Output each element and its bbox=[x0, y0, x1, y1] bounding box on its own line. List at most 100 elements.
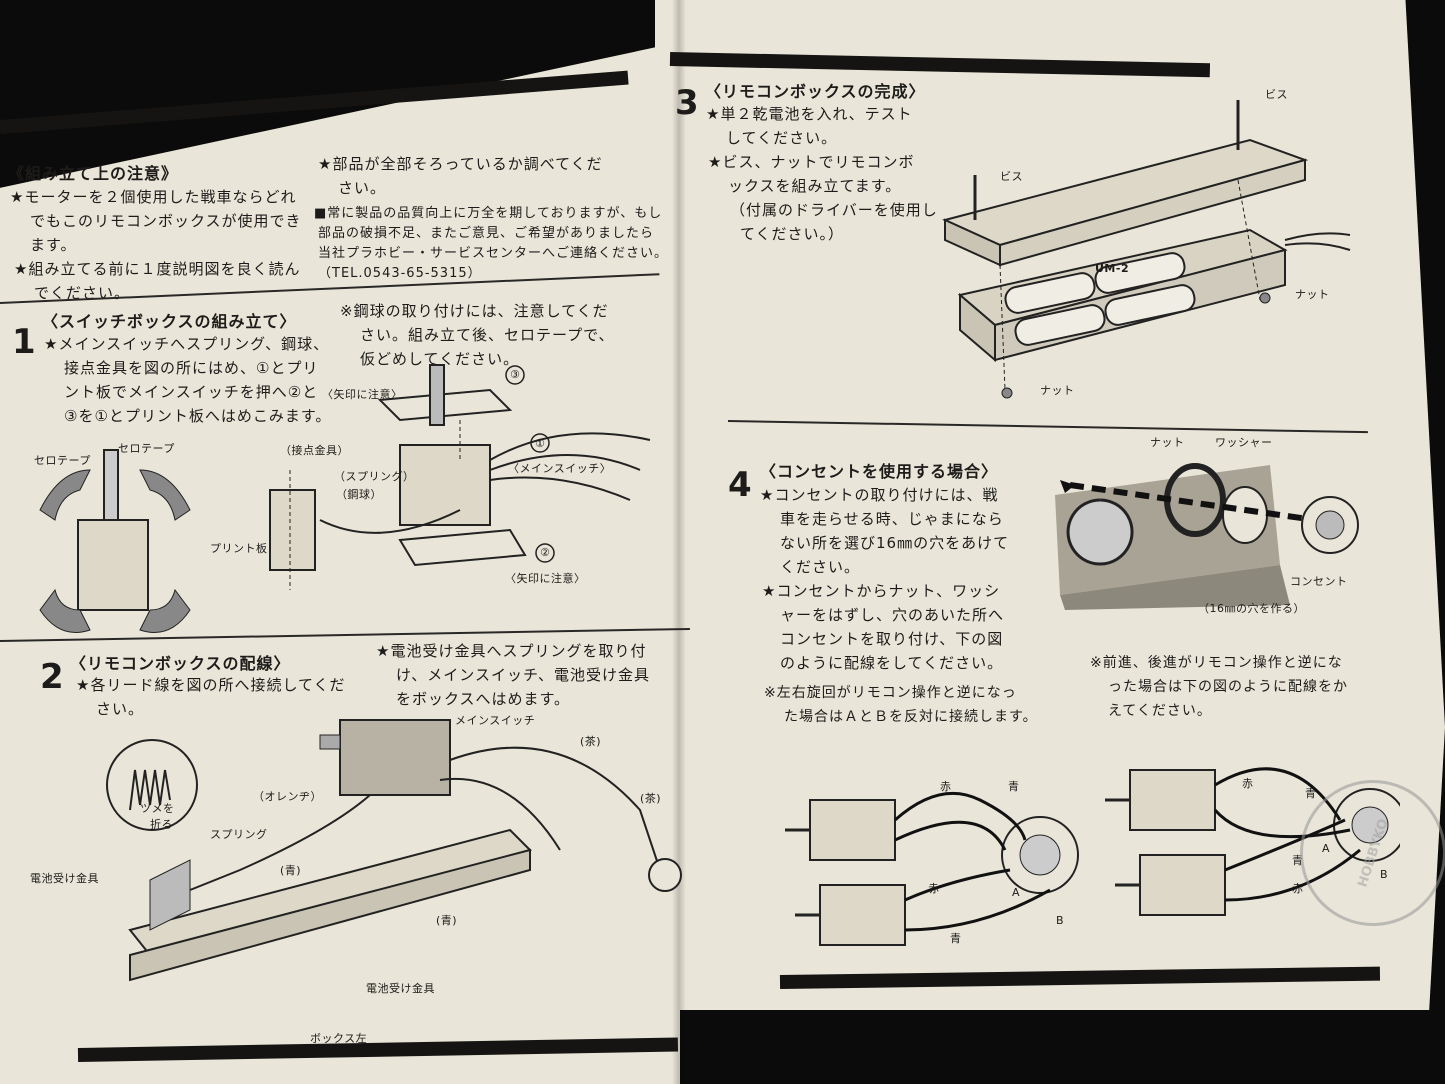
notes-title: 《組み立て上の注意》 bbox=[8, 164, 179, 183]
step2-line-1: ★各リード線を図の所へ接続してくだ bbox=[76, 676, 346, 694]
step3-title: 〈リモコンボックスの完成〉 bbox=[705, 82, 926, 101]
step1-line-1: ★メインスイッチへスプリング、鋼球、 bbox=[44, 335, 330, 353]
fig1-red-1: 赤 bbox=[940, 780, 952, 793]
step1-line-2: 接点金具を図の所にはめ、①とプリ bbox=[64, 359, 319, 377]
step3-number: 3 bbox=[675, 83, 699, 123]
switch-taped-figure bbox=[39, 449, 191, 633]
fig2-red-1: 赤 bbox=[1242, 777, 1254, 790]
remote-box-figure bbox=[942, 100, 1351, 399]
step2-right-2: け、メインスイッチ、電池受け金具 bbox=[396, 666, 651, 684]
step4-line-5: ★コンセントからナット、ワッシ bbox=[762, 582, 1001, 600]
fig2-b: B bbox=[1380, 868, 1389, 881]
step1-note-3: 仮どめしてください。 bbox=[360, 350, 520, 368]
wiring-note-b-2: った場合は下の図のように配線をか bbox=[1108, 679, 1348, 695]
battery-label: UM-2 bbox=[1095, 262, 1130, 275]
step4-line-2: 車を走らせる時、じゃまになら bbox=[780, 510, 1004, 528]
step4-line-1: ★コンセントの取り付けには、戦 bbox=[760, 486, 999, 504]
fig1-b: B bbox=[1056, 914, 1065, 927]
fig2-red-2: 赤 bbox=[1292, 882, 1304, 895]
step4-line-7: コンセントを取り付け、下の図 bbox=[780, 630, 1004, 648]
wiring-figure-2 bbox=[1105, 767, 1400, 916]
step3-line-3: ★ビス、ナットでリモコンボ bbox=[708, 153, 915, 171]
brown-label-1: (茶) bbox=[580, 735, 602, 748]
step4-line-6: ャーをはずし、穴のあいた所へ bbox=[780, 606, 1005, 624]
main-switch-label: 〈メインスイッチ〉 bbox=[508, 462, 612, 475]
step3-line-6: てください。） bbox=[740, 225, 845, 243]
step3-line-4: ックスを組み立てます。 bbox=[728, 177, 902, 195]
blue-label-2: (青) bbox=[436, 914, 458, 927]
washer-label: ワッシャー bbox=[1215, 436, 1273, 449]
notes-left-4: ★組み立てる前に１度説明図を良く読ん bbox=[14, 260, 301, 278]
step4-number: 4 bbox=[728, 465, 752, 505]
notes-right-2: さい。 bbox=[338, 179, 387, 197]
screw-label-1: ビス bbox=[1265, 88, 1288, 101]
wiring-figure-1 bbox=[785, 791, 1079, 946]
print-board-label: プリント板 bbox=[210, 542, 268, 555]
wiring-box-figure bbox=[106, 719, 682, 982]
step2-right-3: をボックスへはめます。 bbox=[396, 690, 571, 708]
holder-label-2: 電池受け金具 bbox=[366, 982, 435, 995]
nut-label-1: ナット bbox=[1295, 288, 1330, 301]
fold-label: 折る bbox=[150, 818, 173, 831]
spring-label-2: スプリング bbox=[210, 828, 268, 841]
notes-left-2: でもこのリモコンボックスが使用でき bbox=[30, 212, 302, 230]
fig2-blue-1: 青 bbox=[1305, 787, 1317, 800]
page-fold bbox=[672, 0, 686, 1084]
callout-2: ② bbox=[540, 546, 551, 559]
spring-label: （スプリング） bbox=[334, 470, 415, 483]
holder-label-1: 電池受け金具 bbox=[30, 872, 99, 885]
step2-number: 2 bbox=[40, 657, 64, 697]
notes-right-4: 部品の破損不足、またご意見、ご希望がありましたら bbox=[318, 226, 655, 241]
outlet-mount-figure bbox=[1055, 463, 1359, 610]
step1-note-1: ※鋼球の取り付けには、注意してくだ bbox=[340, 302, 609, 320]
fig2-blue-2: 青 bbox=[1292, 854, 1304, 867]
screw-label-2: ビス bbox=[1000, 170, 1023, 183]
fig1-blue-1: 青 bbox=[1008, 780, 1020, 793]
arrow-note-bottom: 〈矢印に注意〉 bbox=[505, 572, 586, 585]
callout-3: ③ bbox=[510, 368, 521, 381]
callout-1: ① bbox=[535, 437, 546, 450]
wiring-note-b-3: えてください。 bbox=[1108, 703, 1212, 719]
step2-title: 〈リモコンボックスの配線〉 bbox=[70, 654, 291, 673]
notes-left-1: ★モーターを２個使用した戦車ならどれ bbox=[10, 188, 297, 206]
box-left-label: ボックス左 bbox=[310, 1032, 368, 1045]
claw-label: ツメを bbox=[140, 802, 175, 815]
fig1-a: A bbox=[1012, 886, 1021, 899]
step3-line-2: してください。 bbox=[726, 129, 838, 147]
step3-line-5: （付属のドライバーを使用し bbox=[730, 201, 938, 219]
notes-right-6: （TEL.0543-65-5315） bbox=[318, 266, 482, 281]
fig2-a: A bbox=[1322, 842, 1331, 855]
step1-number: 1 bbox=[12, 322, 36, 362]
notes-right-1: ★部品が全部そろっているか調べてくだ bbox=[318, 155, 603, 173]
nut-label-3: ナット bbox=[1150, 436, 1185, 449]
contact-label: （接点金具） bbox=[280, 444, 349, 457]
outlet-label: コンセント bbox=[1290, 575, 1348, 588]
step4-line-4: ください。 bbox=[780, 558, 861, 576]
step1-line-3: ント板でメインスイッチを押へ②と bbox=[64, 383, 319, 401]
step1-line-4: ③を①とプリント板へはめこみます。 bbox=[64, 407, 332, 425]
orange-label: （オレンヂ） bbox=[253, 790, 322, 803]
step1-note-2: さい。組み立て後、セロテープで、 bbox=[360, 326, 615, 344]
fig1-blue-2: 青 bbox=[950, 932, 962, 945]
arrow-note-top: 〈矢印に注意〉 bbox=[322, 388, 403, 401]
switch-assembly-figure bbox=[269, 364, 651, 590]
hole-label: （16㎜の穴を作る） bbox=[1198, 602, 1305, 615]
step4-line-3: ない所を選び16㎜の穴をあけて bbox=[780, 534, 1010, 552]
step4-line-8: のように配線をしてください。 bbox=[780, 654, 1004, 672]
notes-left-3: ます。 bbox=[30, 236, 77, 254]
tape-label-1: セロテープ bbox=[34, 454, 91, 467]
wiring-note-a-2: た場合はＡとＢを反対に接続します。 bbox=[784, 709, 1038, 725]
nut-label-2: ナット bbox=[1040, 384, 1075, 397]
main-switch-label-2: メインスイッチ bbox=[455, 714, 536, 727]
blue-label-1: (青) bbox=[280, 864, 302, 877]
notes-right-5: 当社プラホビー・サービスセンターへご連絡ください。 bbox=[318, 246, 669, 261]
wiring-note-b-1: ※前進、後進がリモコン操作と逆にな bbox=[1090, 655, 1343, 671]
step1-title: 〈スイッチボックスの組み立て〉 bbox=[42, 312, 297, 331]
brown-label-2: (茶) bbox=[640, 792, 662, 805]
ball-label: （鋼球） bbox=[336, 488, 382, 501]
fig1-red-2: 赤 bbox=[928, 882, 940, 895]
wiring-note-a-1: ※左右旋回がリモコン操作と逆になっ bbox=[764, 685, 1017, 701]
step2-right-1: ★電池受け金具へスプリングを取り付 bbox=[376, 642, 647, 660]
tape-label-2: セロテープ bbox=[118, 442, 175, 455]
step4-title: 〈コンセントを使用する場合〉 bbox=[760, 462, 999, 481]
